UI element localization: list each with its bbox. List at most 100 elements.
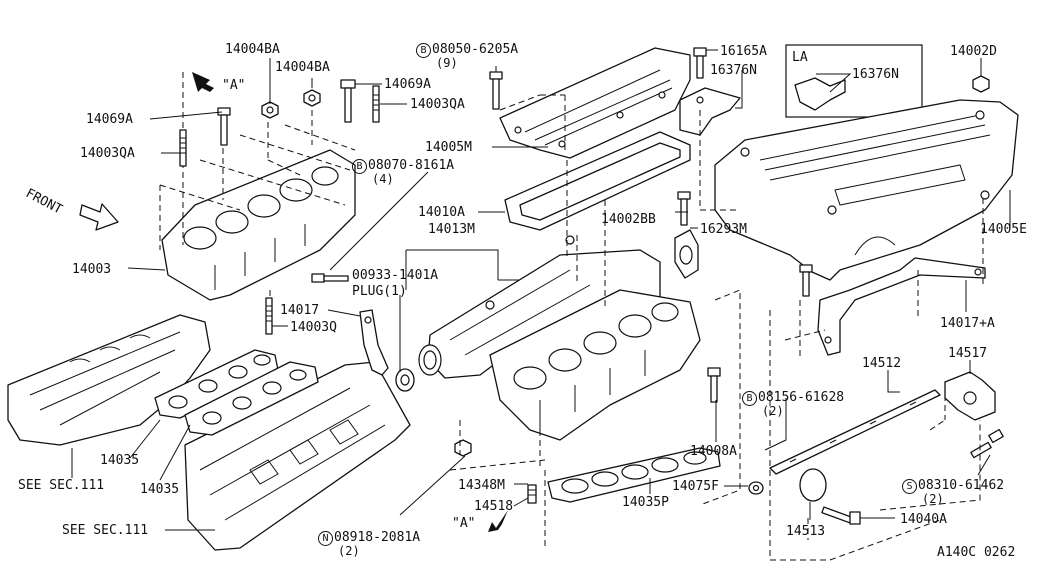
label-plug-text: PLUG(1)	[352, 284, 407, 299]
label-14017A: 14017+A	[940, 316, 995, 331]
label-14069A-a: 14069A	[384, 77, 431, 92]
label-14035P: 14035P	[622, 495, 669, 510]
washer-14075F	[748, 481, 764, 495]
label-14008A: 14008A	[690, 444, 737, 459]
label-14004BA-a: 14004BA	[225, 42, 280, 57]
bracket-14017A	[817, 257, 986, 356]
label-16293M: 16293M	[700, 222, 747, 237]
assembly-lines-left	[159, 72, 356, 300]
label-bolt-08156-qty: (2)	[762, 404, 784, 418]
label-la: LA	[792, 50, 808, 65]
label-14017: 14017	[280, 303, 320, 318]
view-a-arrow-bottom-icon	[488, 510, 508, 532]
bolt-14040A	[821, 506, 861, 525]
lower-intake-manifold	[489, 289, 701, 441]
bolt-08070-8161A	[311, 273, 349, 283]
label-14005M: 14005M	[425, 140, 472, 155]
label-14002BB: 14002BB	[601, 212, 656, 227]
b-mark-icon: B	[742, 391, 757, 406]
valve-14517	[944, 371, 996, 421]
part-number: 08070-8161A	[368, 158, 455, 173]
bolt-14002BB	[677, 191, 691, 226]
label-14010A: 14010A	[418, 205, 465, 220]
bolt-14069A-a	[340, 79, 356, 123]
label-14512: 14512	[862, 356, 902, 371]
part-number: 08918-2081A	[334, 530, 421, 545]
bolt-14004BA-a	[261, 101, 279, 119]
label-14003QA-a: 14003QA	[410, 97, 465, 112]
cylinder-head-rear	[7, 314, 211, 446]
intake-manifold-14003	[161, 149, 356, 301]
bracket-14017	[359, 309, 389, 376]
label-14004BA-b: 14004BA	[275, 60, 330, 75]
stud-14003QA-a	[372, 85, 380, 123]
label-14003QA-b: 14003QA	[80, 146, 135, 161]
label-view-a-bottom: "A"	[452, 516, 476, 531]
label-nut-08918-qty: (2)	[338, 544, 360, 558]
label-see-sec-111-b: SEE SEC.111	[62, 523, 149, 538]
la-detail-box	[785, 44, 923, 118]
label-14005E: 14005E	[980, 222, 1027, 237]
bolt-14002D	[972, 75, 990, 93]
label-14035-a: 14035	[100, 453, 140, 468]
label-plug-number: 00933-1401A	[352, 268, 439, 283]
bolt-14069A-b	[217, 107, 231, 146]
part-number: 08156-61628	[758, 390, 845, 405]
nut-14348M	[454, 439, 472, 457]
label-16165A: 16165A	[720, 44, 767, 59]
label-14013M: 14013M	[428, 222, 475, 237]
gasket-14035-lower	[184, 361, 319, 436]
part-number: 08050-6205A	[432, 42, 519, 57]
bolt-08156-61628	[799, 264, 813, 297]
leader-lines	[71, 49, 1011, 531]
n-mark-icon: N	[318, 531, 333, 546]
label-14002D: 14002D	[950, 44, 997, 59]
stud-14003Q	[265, 297, 273, 335]
label-14003Q: 14003Q	[290, 320, 337, 335]
bolt-16165A	[693, 47, 707, 79]
label-bolt-08310-qty: (2)	[922, 492, 944, 506]
plug-00933-1401A	[395, 368, 415, 392]
gasket-16293M	[674, 229, 699, 279]
view-a-arrow-top-icon	[192, 72, 214, 92]
gasket-14035P	[547, 447, 721, 503]
engine-cover-14005E	[714, 99, 1019, 281]
part-number: 08310-61462	[918, 478, 1005, 493]
label-16376N-a: 16376N	[710, 63, 757, 78]
bolt-14008A	[707, 367, 721, 403]
gasket-14513	[799, 468, 827, 502]
label-14513: 14513	[786, 524, 826, 539]
label-see-sec-111-a: SEE SEC.111	[18, 478, 105, 493]
gasket-14010A	[504, 131, 691, 231]
label-view-a-top: "A"	[222, 78, 246, 93]
bolt-08310-61462	[970, 428, 1004, 459]
label-14040A: 14040A	[900, 512, 947, 527]
front-arrow-icon	[79, 203, 119, 231]
label-14035-b: 14035	[140, 482, 180, 497]
bolt-08050-6205A	[489, 71, 503, 110]
b-mark-icon: B	[352, 159, 367, 174]
label-14003: 14003	[72, 262, 112, 277]
label-16376N-b: 16376N	[852, 67, 899, 82]
stud-14003QA-b	[179, 129, 187, 167]
b-mark-icon: B	[416, 43, 431, 58]
intake-collector-14013M	[418, 235, 661, 379]
label-14069A-b: 14069A	[86, 112, 133, 127]
tube-14512	[769, 389, 941, 475]
label-14518: 14518	[474, 499, 514, 514]
stud-14518	[527, 484, 537, 504]
bolt-14004BA-b	[303, 89, 321, 107]
s-mark-icon: S	[902, 479, 917, 494]
diagram-code: A140C 0262	[937, 545, 1016, 560]
label-14348M: 14348M	[458, 478, 505, 493]
label-14075F: 14075F	[672, 479, 719, 494]
bracket-16376N	[679, 87, 741, 136]
label-14517: 14517	[948, 346, 988, 361]
label-bolt-08070-qty: (4)	[372, 172, 394, 186]
